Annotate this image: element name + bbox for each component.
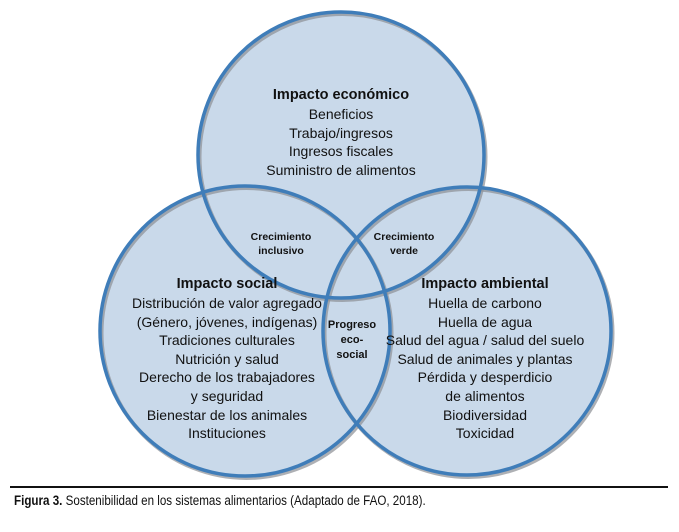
overlap-line: Progreso <box>327 319 377 331</box>
impact-item: Pérdida y desperdicio <box>417 369 553 386</box>
overlap-green-growth: Crecimiento verde <box>374 230 435 258</box>
social-circle-fill <box>100 186 390 476</box>
caption-text: Sostenibilidad en los sistemas alimentar… <box>62 493 426 508</box>
figure-caption: Figura 3. Sostenibilidad en los sistemas… <box>14 493 426 508</box>
impact-item: Beneficios <box>308 106 374 122</box>
impact-item: Biodiversidad <box>442 406 528 423</box>
overlap-social-progress: Progreso eco- social <box>328 318 376 363</box>
economic-title: Impacto económico <box>272 87 410 103</box>
overlap-line: Crecimiento <box>250 231 312 243</box>
impact-item: Huella de agua <box>437 313 533 330</box>
impact-item: Tradiciones culturales <box>159 332 295 349</box>
impact-item: Salud del agua / salud del suelo <box>385 332 585 349</box>
impact-item: Nutrición y salud <box>175 350 279 367</box>
impact-item: de alimentos <box>445 387 525 404</box>
impact-item: Trabajo/ingresos <box>289 124 393 141</box>
impact-item: Instituciones <box>188 425 266 442</box>
environmental-circle <box>321 185 613 477</box>
environmental-title: Impacto ambiental <box>421 276 549 292</box>
impact-item: (Género, jóvenes, indígenas) <box>136 313 318 330</box>
impact-item: Suministro de alimentos <box>266 161 416 178</box>
social-impact-block: Impacto social Distribución de valor agr… <box>132 275 322 443</box>
economic-circle <box>196 10 486 300</box>
environmental-circle-fill <box>323 187 611 475</box>
overlap-inclusive-growth: Crecimiento inclusivo <box>251 230 312 258</box>
impact-item: Salud de animales y plantas <box>397 350 573 367</box>
social-circle <box>98 184 392 478</box>
impact-item: Ingresos fiscales <box>288 143 394 160</box>
caption-divider <box>10 486 668 488</box>
overlap-line: inclusivo <box>258 245 304 257</box>
impact-item: Distribución de valor agregado <box>132 295 322 311</box>
overlap-line: eco- <box>340 334 364 346</box>
caption-label: Figura 3. <box>14 493 63 508</box>
social-title: Impacto social <box>176 276 278 292</box>
overlap-line: verde <box>389 245 419 257</box>
impact-item: Huella de carbono <box>428 295 542 311</box>
impact-item: y seguridad <box>190 387 264 404</box>
impact-item: Toxicidad <box>455 425 515 442</box>
impact-item: Derecho de los trabajadores <box>139 369 315 386</box>
impact-item: Bienestar de los animales <box>146 406 308 423</box>
overlap-line: Crecimiento <box>373 231 435 243</box>
overlap-line: social <box>336 349 368 361</box>
